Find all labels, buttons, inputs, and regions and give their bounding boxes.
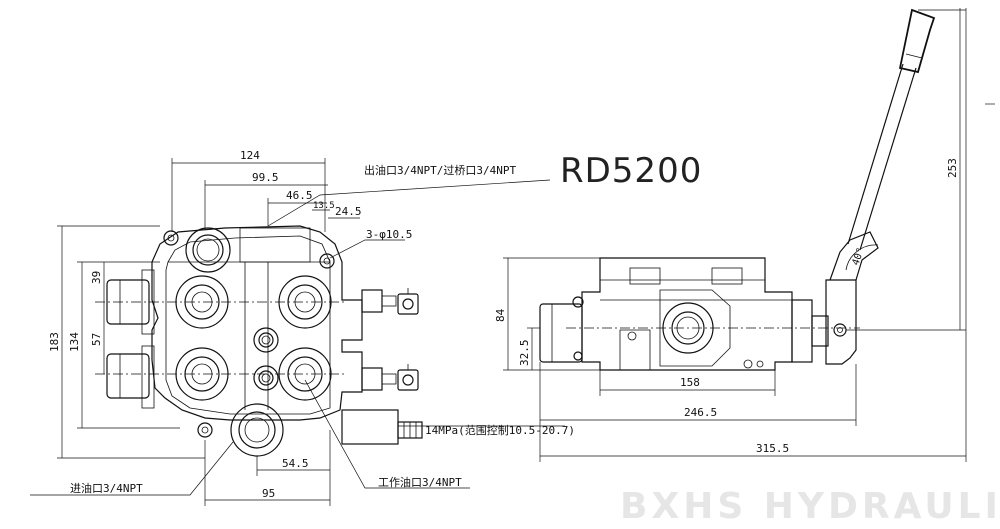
- dim-246-5: 246.5: [684, 406, 717, 419]
- work-port-label: 工作油口3/4NPT: [378, 475, 462, 489]
- dim-54-5: 54.5: [282, 457, 309, 470]
- pressure-label: 14MPa(范围控制10.5-20.7): [425, 423, 575, 437]
- handle-grip: [898, 8, 936, 74]
- front-view: [30, 158, 565, 506]
- dim-24-5: 24.5: [335, 205, 362, 218]
- right-spool-upper: [361, 289, 383, 313]
- relief-valve: [341, 409, 399, 445]
- right-spool-lower: [361, 367, 383, 391]
- dim-84: 84: [494, 308, 507, 322]
- dim-32-5: 32.5: [518, 340, 531, 367]
- side-right-block: [791, 299, 813, 363]
- inlet-port-label: 进油口3/4NPT: [70, 481, 143, 495]
- mount-hole-2: [319, 253, 335, 269]
- model-title: RD5200: [560, 151, 702, 191]
- dim-46-5: 46.5: [286, 189, 313, 202]
- dim-124: 124: [240, 149, 260, 162]
- watermark-text: BXHS HYDRAULIC: [620, 486, 1000, 527]
- work-port-4: [278, 347, 332, 401]
- work-port-3: [175, 347, 229, 401]
- side-view: [503, 8, 995, 462]
- mount-hole-3: [197, 422, 213, 438]
- dim-57: 57: [90, 333, 103, 346]
- dim-134: 134: [68, 332, 81, 352]
- mount-hole-1: [163, 230, 179, 246]
- dim-95: 95: [262, 487, 275, 500]
- handle-pivot: [833, 323, 847, 337]
- dim-253: 253: [946, 158, 959, 178]
- valve-body: [151, 225, 363, 421]
- outlet-port-label: 出油口3/4NPT/过桥口3/4NPT: [364, 163, 516, 177]
- handle-bracket: [825, 279, 857, 365]
- work-port-1: [175, 275, 229, 329]
- angle-label: 40°: [850, 246, 867, 267]
- dim-39: 39: [90, 271, 103, 284]
- outlet-port-boss: [185, 227, 231, 273]
- dim-315-5: 315.5: [756, 442, 789, 455]
- dim-183: 183: [48, 332, 61, 352]
- dim-158: 158: [680, 376, 700, 389]
- work-port-2: [278, 275, 332, 329]
- left-boss-lower: [106, 353, 150, 399]
- dim-13-5: 13.5: [313, 201, 335, 211]
- bolt-holes-label: 3-φ10.5: [366, 228, 412, 241]
- dim-99-5: 99.5: [252, 171, 279, 184]
